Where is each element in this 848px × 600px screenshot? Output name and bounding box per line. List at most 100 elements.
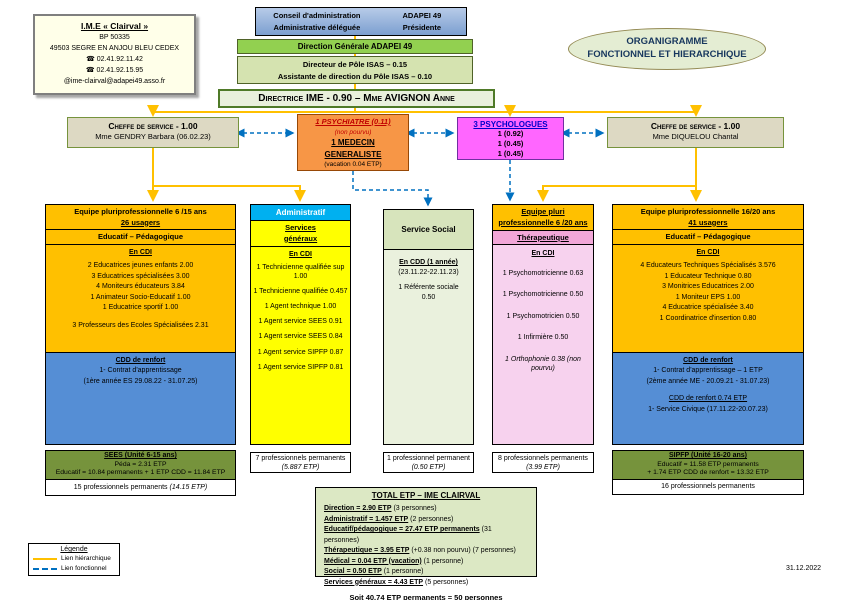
non-pourvu-line: (non pourvu) — [334, 128, 372, 136]
direction-generale-box: Direction Générale ADAPEI 49 — [237, 39, 473, 54]
total-etp-box: TOTAL ETP – IME CLAIRVAL Direction = 2.9… — [315, 487, 537, 600]
col1-cdi-label: En CDI — [129, 249, 152, 256]
ime-phone2: ☎ 02.41.92.15.95 — [85, 66, 144, 74]
psychologues-list: 1 (0.92)1 (0.45)1 (0.45) — [458, 129, 563, 159]
col1-usagers: 26 usagers — [120, 217, 161, 227]
total-row-label: Médical = 0.04 ETP (vacation) — [324, 557, 422, 565]
medical-box: 1 PSYCHIATRE (0.11) (non pourvu) 1 MEDEC… — [297, 114, 409, 171]
col4-staff-list: 1 Psychomotricienne 0.63 1 Psychomotricie… — [493, 269, 593, 374]
col5-footer-count: 16 professionnels permanents — [661, 483, 755, 490]
staff-item: 1 Psychomotricienne 0.50 — [502, 291, 584, 299]
col5-cdd-title: CDD de renfort — [683, 357, 733, 364]
col2-services-label: Services généraux — [283, 223, 318, 243]
functional-line-sample — [33, 567, 57, 570]
col3-body: En CDD (1 année) (23.11.22-22.11.23) 1 R… — [383, 249, 474, 445]
staff-item: 2 Educatrices jeunes enfants 2.00 — [87, 262, 194, 269]
board-presidente: Présidente — [402, 22, 442, 32]
staff-item: 1 Educatrice sportif 1.00 — [102, 304, 179, 311]
staff-item: 1 Agent service SIPFP 0.81 — [257, 363, 344, 371]
col4-header: Equipe pluri professionnelle 6 /20 ans — [492, 204, 594, 231]
org-title-oval: ORGANIGRAMME FONCTIONNEL ET HIERARCHIQUE — [568, 28, 766, 70]
legend-hierarchy-label: Lien hiérarchique — [61, 555, 111, 562]
staff-item: 4 Moniteurs éducateurs 3.84 — [96, 283, 185, 290]
cheffe-right-name: Mme DIQUELOU Chantal — [652, 132, 739, 141]
col5-cdd-lines: 1- Contrat d'apprentissage – 1 ETP(2ème … — [613, 366, 803, 415]
medecin-line2: GENERALISTE — [324, 149, 382, 159]
sees-title: SEES (Unité 6-15 ans) — [104, 452, 177, 459]
col4-footer: 8 professionnels permanents (3.99 ETP) — [492, 452, 594, 473]
sipfp-title: SIPFP (Unité 16-20 ans) — [668, 452, 748, 459]
col5-footer: 16 professionnels permanents — [612, 479, 804, 495]
col1-title: Equipe pluriprofessionnelle 6 /15 ans — [74, 207, 207, 216]
total-row: Thérapeutique = 3.95 ETP (+0.38 non pour… — [324, 546, 528, 557]
total-row-label: Thérapeutique = 3.95 ETP — [324, 547, 410, 554]
summary-line: Péda = 2.31 ETP — [114, 460, 167, 468]
col4-footer-etp: (3.99 ETP) — [526, 464, 560, 472]
staff-item: 3 Educatrices spécialisées 3.00 — [91, 272, 190, 280]
staff-item: 1 Psychomotricien 0.50 — [506, 312, 580, 320]
col1-footer: 15 professionnels permanents (14.15 ETP) — [45, 479, 236, 496]
total-row: Direction = 2.90 ETP (3 personnes) — [324, 504, 528, 515]
col1-band: Educatif – Pédagogique — [45, 229, 236, 245]
col1-body: En CDI 2 Educatrices jeunes enfants 2.00… — [45, 244, 236, 353]
col2-header: Administratif — [250, 204, 351, 221]
total-row-label: Administratif = 1.457 ETP — [324, 515, 409, 523]
col2-footer-etp: (5.887 ETP) — [281, 464, 320, 472]
col2-services-band: Services généraux — [250, 220, 351, 247]
staff-item: 3 Professeurs des Ecoles Spécialisées 2.… — [72, 321, 209, 329]
staff-item: 1 Agent service SEES 0.91 — [258, 318, 343, 326]
total-row: Social = 0.50 ETP (1 personne) — [324, 567, 528, 578]
board-admin-deleguee: Administrative déléguée — [273, 22, 361, 32]
total-row-detail: (5 personnes) — [423, 578, 469, 586]
total-row-detail: (+0.38 non pourvu) (7 personnes) — [409, 547, 516, 554]
col4-band: Thérapeutique — [492, 230, 594, 245]
board-right-cell: ADAPEI 49 Présidente — [378, 10, 466, 34]
col5-band: Educatif – Pédagogique — [612, 229, 804, 245]
cheffe-left-box: Cheffe de service - 1.00 Mme GENDRY Barb… — [67, 117, 239, 148]
col5-cdi-label: En CDI — [696, 249, 720, 256]
psychologue-item: 1 (0.45) — [497, 139, 524, 149]
col1-footer-etp: (14.15 ETP) — [169, 484, 208, 491]
col3-footer-etp: (0.50 ETP) — [411, 464, 446, 472]
sipfp-summary-box: SIPFP (Unité 16-20 ans) Educatif = 11.58… — [612, 450, 804, 480]
cdd-line: 1- Service Civique (17.11.22-20.07.23) — [648, 405, 768, 413]
col3-footer: 1 professionnel permanent (0.50 ETP) — [383, 452, 474, 473]
pole-directeur: Directeur de Pôle ISAS – 0.15 — [302, 60, 408, 69]
board-conseil: Conseil d'administration — [273, 10, 361, 20]
board-box: Conseil d'administration Administrative … — [255, 7, 467, 36]
total-grand-total: Soit 40.74 ETP permanents = 50 personnes — [349, 593, 503, 600]
col5-usagers: 41 usagers — [688, 217, 728, 227]
ime-name: I.M.E « Clairval » — [80, 21, 149, 31]
col3-cdd-label: En CDD (1 année) — [399, 259, 458, 266]
ime-address-line1: BP 50335 — [99, 34, 130, 42]
staff-item: 1 Psychomotricienne 0.63 — [502, 270, 584, 277]
legend-hierarchy-row: Lien hiérarchique — [33, 555, 115, 562]
psychiatre-line: 1 PSYCHIATRE (0.11) — [315, 117, 391, 126]
total-row-label: Services généraux = 4.43 ETP — [324, 578, 424, 586]
cheffe-right-title: Cheffe de service - 1.00 — [650, 121, 741, 131]
cdd-line: CDD de renfort 0.74 ETP — [668, 395, 748, 402]
total-row-detail: (2 personnes) — [408, 515, 454, 523]
col1-cdd-title: CDD de renfort — [115, 357, 166, 364]
cheffe-right-box: Cheffe de service - 1.00 Mme DIQUELOU Ch… — [607, 117, 784, 148]
col3-referente: 1 Référente sociale — [398, 284, 459, 292]
ime-phone1: ☎ 02.41.92.11.42 — [86, 55, 143, 63]
cheffe-left-title: Cheffe de service - 1.00 — [108, 121, 198, 131]
legend-functional-label: Lien fonctionnel — [61, 565, 107, 572]
staff-item: 1 Agent service SIPFP 0.87 — [257, 348, 344, 356]
staff-item: 1 Agent service SEES 0.84 — [258, 333, 343, 341]
document-date: 31.12.2022 — [786, 565, 822, 572]
psychologue-item: 1 (0.92) — [497, 129, 524, 138]
staff-item: 1 Coordinatrice d'insertion 0.80 — [659, 314, 757, 322]
org-title-line2: FONCTIONNEL ET HIERARCHIQUE — [587, 49, 747, 60]
pole-assistante: Assistante de direction du Pôle ISAS – 0… — [277, 71, 433, 81]
ime-email: @ime-clairval@adapei49.asso.fr — [63, 77, 166, 85]
legend-title: Légende — [60, 546, 88, 553]
col2-footer: 7 professionnels permanents (5.887 ETP) — [250, 452, 351, 473]
cdd-line: 1- Contrat d'apprentissage – 1 ETP — [653, 367, 763, 374]
